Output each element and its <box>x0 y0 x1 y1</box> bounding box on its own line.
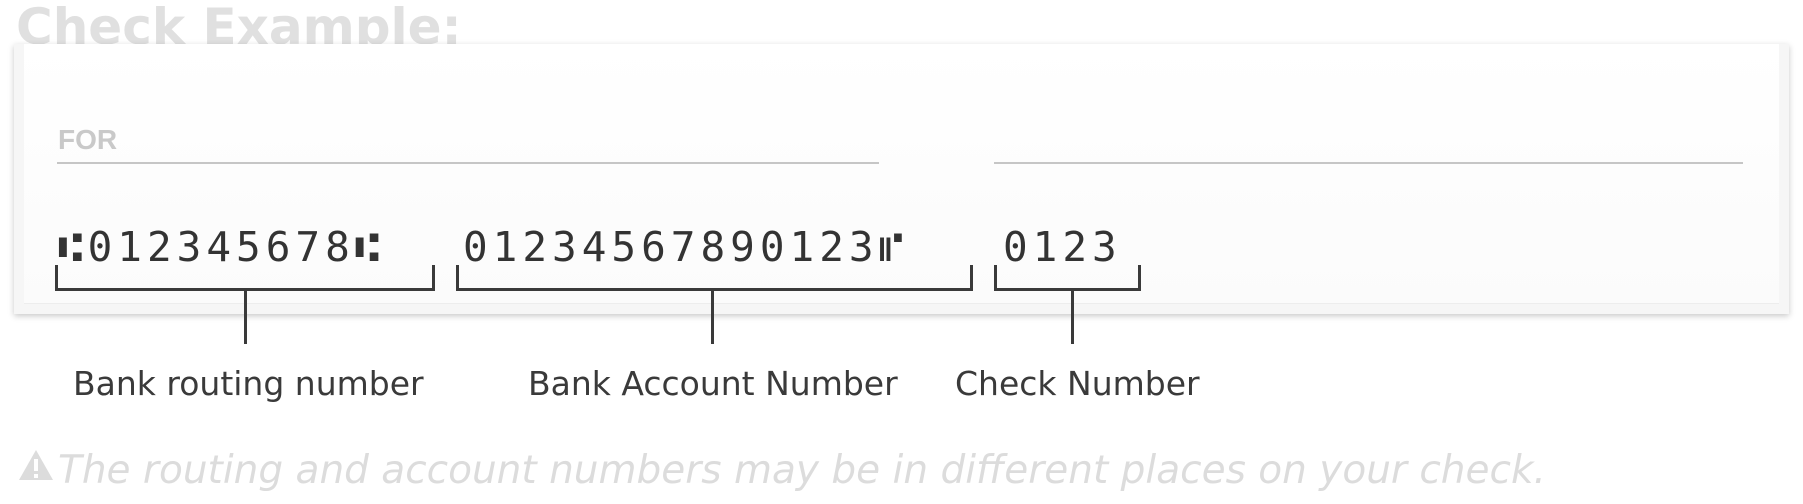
placement-note: The routing and account numbers may be i… <box>18 448 1546 495</box>
check-number-label: Check Number <box>955 364 1200 403</box>
signature-line <box>994 162 1743 164</box>
memo-line <box>57 162 879 164</box>
check-number-bracket <box>994 265 1141 291</box>
routing-number-label: Bank routing number <box>73 364 424 403</box>
account-pointer <box>711 290 714 344</box>
account-number-label: Bank Account Number <box>528 364 898 403</box>
check-image <box>14 44 1789 314</box>
memo-label: FOR <box>58 124 118 155</box>
check-number-pointer <box>1071 290 1074 344</box>
account-bracket <box>456 265 973 291</box>
placement-note-text: The routing and account numbers may be i… <box>58 448 1546 493</box>
micr-account-number: 01234567890123⑈ <box>463 223 909 271</box>
routing-pointer <box>244 290 247 344</box>
routing-bracket <box>55 265 435 291</box>
warning-icon <box>18 446 54 491</box>
micr-check-number: 0123 <box>1003 223 1122 271</box>
check-face <box>24 44 1779 304</box>
micr-routing-number: ⑆012345678⑆ <box>58 223 385 271</box>
